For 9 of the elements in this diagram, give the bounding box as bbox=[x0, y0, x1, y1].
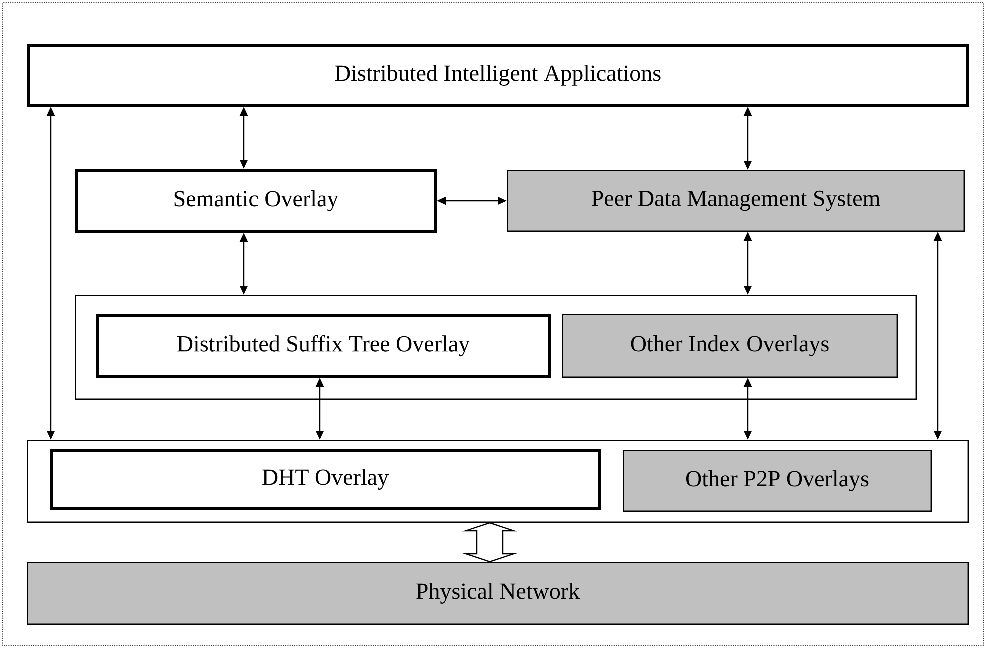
layer-box: Physical Network bbox=[27, 562, 969, 625]
block-arrow bbox=[462, 522, 518, 563]
layer-box: Semantic Overlay bbox=[75, 169, 437, 233]
layer-box: Distributed Suffix Tree Overlay bbox=[96, 314, 551, 378]
layer-box: Other P2P Overlays bbox=[623, 450, 932, 512]
layer-box: Distributed Intelligent Applications bbox=[27, 44, 969, 107]
layer-box: Peer Data Management System bbox=[507, 170, 965, 232]
layer-box: DHT Overlay bbox=[50, 449, 601, 510]
layer-box: Other Index Overlays bbox=[562, 314, 898, 378]
